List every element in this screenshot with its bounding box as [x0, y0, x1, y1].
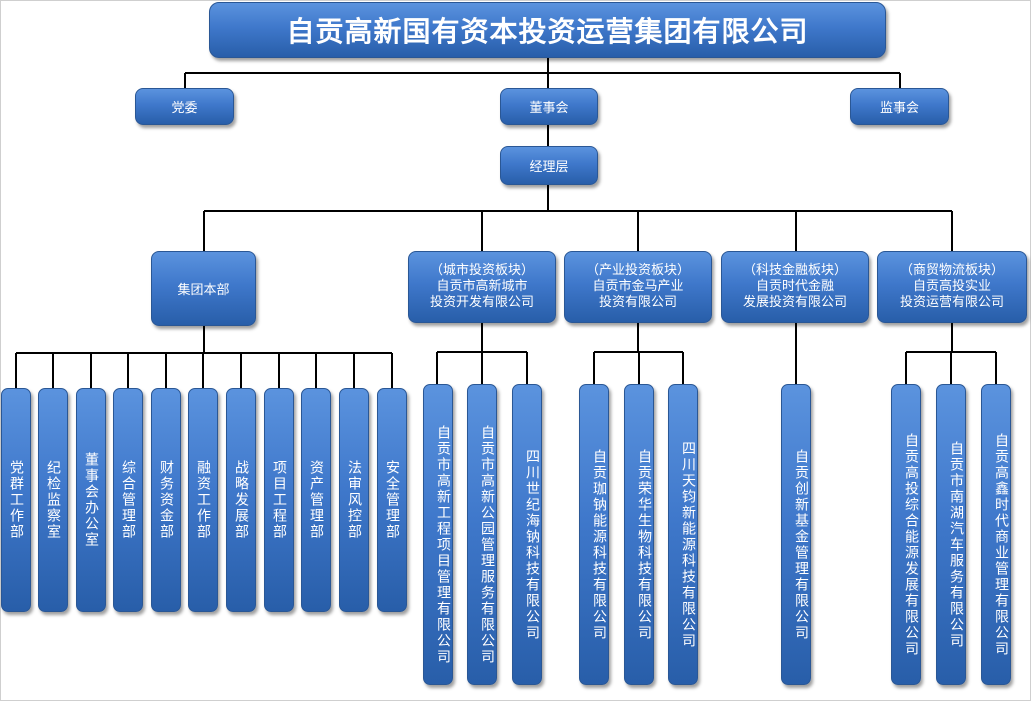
department-box: 项目工程部	[264, 388, 294, 612]
sector-box-city-investment: （城市投资板块） 自贡市高新城市 投资开发有限公司	[408, 251, 556, 323]
sector-label: （城市投资板块）	[429, 263, 534, 278]
management-box: 经理层	[500, 146, 598, 185]
department-box: 资产管理部	[301, 388, 331, 612]
hq-box: 集团本部	[151, 251, 256, 326]
sector-label: （商贸物流板块）	[899, 263, 1004, 278]
sector-box-tech-finance: （科技金融板块） 自贡时代金融 发展投资有限公司	[721, 251, 869, 323]
sector-box-industry-investment: （产业投资板块） 自贡市金马产业 投资有限公司	[564, 251, 712, 323]
company-name-line: 自贡高投实业	[912, 279, 991, 294]
department-box: 董事会办公室	[76, 388, 106, 612]
supervisory-board-box: 监事会	[850, 88, 949, 125]
department-box: 法审风控部	[339, 388, 369, 612]
department-box: 融资工作部	[188, 388, 218, 612]
department-box: 纪检监察室	[38, 388, 68, 612]
sector-label: （产业投资板块）	[585, 263, 690, 278]
sector-label: （科技金融板块）	[742, 263, 847, 278]
subsidiary-box: 四川世纪海钠科技有限公司	[512, 384, 542, 685]
department-box: 财务资金部	[151, 388, 181, 612]
department-box: 综合管理部	[113, 388, 143, 612]
subsidiary-box: 四川天钧新能源科技有限公司	[668, 384, 698, 685]
subsidiary-box: 自贡市南湖汽车服务有限公司	[936, 384, 966, 685]
subsidiary-box: 自贡荣华生物科技有限公司	[624, 384, 654, 685]
subsidiary-box: 自贡高投综合能源发展有限公司	[891, 384, 921, 685]
department-box: 安全管理部	[377, 388, 407, 612]
company-name-line: 投资开发有限公司	[429, 295, 534, 310]
sector-box-trade-logistics: （商贸物流板块） 自贡高投实业 投资运营有限公司	[877, 251, 1027, 323]
company-name-line: 发展投资有限公司	[742, 295, 847, 310]
department-box: 战略发展部	[226, 388, 256, 612]
company-name-line: 投资有限公司	[598, 295, 677, 310]
subsidiary-box: 自贡市高新公园管理服务有限公司	[467, 384, 497, 685]
party-committee-box: 党委	[135, 88, 234, 125]
subsidiary-box: 自贡市高新工程项目管理有限公司	[423, 384, 453, 685]
department-box: 党群工作部	[1, 388, 31, 612]
company-name-line: 自贡市金马产业	[592, 279, 684, 294]
board-box: 董事会	[500, 88, 598, 125]
company-name-line: 自贡市高新城市	[436, 279, 528, 294]
company-name-line: 自贡时代金融	[755, 279, 834, 294]
subsidiary-box: 自贡创新基金管理有限公司	[781, 384, 811, 685]
subsidiary-box: 自贡珈钠能源科技有限公司	[579, 384, 609, 685]
subsidiary-box: 自贡高鑫时代商业管理有限公司	[981, 384, 1011, 685]
group-title-box: 自贡高新国有资本投资运营集团有限公司	[209, 2, 886, 58]
company-name-line: 投资运营有限公司	[899, 295, 1004, 310]
